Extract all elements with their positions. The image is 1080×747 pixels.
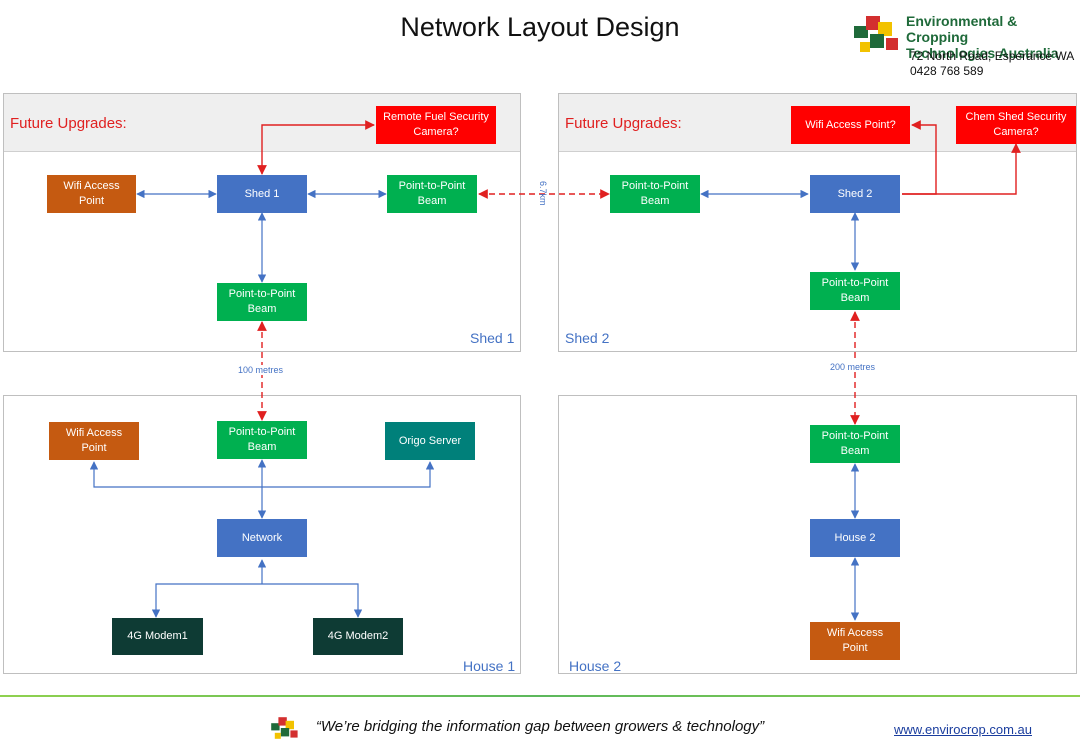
company-address: 72 North Road, Esperance WA xyxy=(910,49,1075,63)
link-network-modem1 xyxy=(151,583,262,618)
node-remote-fuel-camera[interactable]: Remote Fuel Security Camera? xyxy=(376,106,496,144)
node-shed2-wifi-future[interactable]: Wifi Access Point? xyxy=(791,106,910,144)
link-network-modem2 xyxy=(262,583,363,618)
node-4g-modem1[interactable]: 4G Modem1 xyxy=(112,618,203,655)
distance-label-shed2-house2: 200 metres xyxy=(828,362,878,372)
puzzle-logo-icon xyxy=(854,16,898,52)
node-house2-p2p-beam[interactable]: Point-to-Point Beam xyxy=(810,425,900,463)
company-name: Environmental & Cropping Technologies Au… xyxy=(906,13,1080,61)
company-name-line2: Technologies Australia xyxy=(906,45,1059,61)
footer-tagline: “We’re bridging the information gap betw… xyxy=(315,718,765,735)
panel-label-house2: House 2 xyxy=(569,658,622,674)
panel-label-shed1: Shed 1 xyxy=(470,330,515,346)
node-chem-shed-camera[interactable]: Chem Shed Security Camera? xyxy=(956,106,1076,144)
node-shed1-p2p-beam-east[interactable]: Point-to-Point Beam xyxy=(387,175,477,213)
future-link-fuel-camera xyxy=(257,120,375,175)
node-shed2[interactable]: Shed 2 xyxy=(810,175,900,213)
node-4g-modem2[interactable]: 4G Modem2 xyxy=(313,618,403,655)
distance-label-shed1-house1: 100 metres xyxy=(236,365,286,375)
company-phone: 0428 768 589 xyxy=(910,64,984,78)
node-shed1[interactable]: Shed 1 xyxy=(217,175,307,213)
node-origo-server[interactable]: Origo Server xyxy=(385,422,475,460)
footer-website-link[interactable]: www.envirocrop.com.au xyxy=(894,722,1032,737)
puzzle-logo-icon xyxy=(271,717,298,739)
distance-label-shed1-shed2: 6.7km xyxy=(538,181,548,206)
page-title: Network Layout Design xyxy=(400,12,680,42)
node-shed1-wifi-access-point[interactable]: Wifi Access Point xyxy=(47,175,136,213)
node-network[interactable]: Network xyxy=(217,519,307,557)
node-shed2-p2p-beam-south[interactable]: Point-to-Point Beam xyxy=(810,272,900,310)
future-upgrades-label: Future Upgrades: xyxy=(565,115,682,132)
future-upgrades-label: Future Upgrades: xyxy=(10,115,127,132)
node-house2-wifi-access-point[interactable]: Wifi Access Point xyxy=(810,622,900,660)
panel-label-house1: House 1 xyxy=(463,658,516,674)
company-contact: 72 North Road, Esperance WA 0428 768 589 xyxy=(910,49,1074,79)
node-house1-wifi-access-point[interactable]: Wifi Access Point xyxy=(49,422,139,460)
node-shed1-p2p-beam-south[interactable]: Point-to-Point Beam xyxy=(217,283,307,321)
panel-label-shed2: Shed 2 xyxy=(565,330,610,346)
node-house1-p2p-beam[interactable]: Point-to-Point Beam xyxy=(217,421,307,459)
company-name-line1: Environmental & Cropping xyxy=(906,13,1018,45)
node-house2[interactable]: House 2 xyxy=(810,519,900,557)
node-shed2-p2p-beam-west[interactable]: Point-to-Point Beam xyxy=(610,175,700,213)
future-link-chem-camera xyxy=(902,143,1021,195)
link-network-server xyxy=(262,461,435,488)
link-network-wifi xyxy=(89,461,262,488)
footer-divider xyxy=(0,695,1080,697)
